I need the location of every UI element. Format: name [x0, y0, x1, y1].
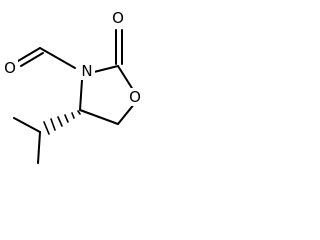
- hash-line: [64, 114, 69, 123]
- stereo-hashed-wedge: [43, 110, 81, 135]
- aldehyde-oxygen-label: O: [4, 59, 16, 77]
- isopropyl-bond-lower-methyl: [37, 131, 41, 164]
- ring-oxygen-label: O: [129, 88, 141, 106]
- ring-bond-c5-c4: [79, 109, 119, 125]
- atom-labels: O N O O: [2, 9, 143, 106]
- hash-line: [71, 112, 75, 119]
- bonds: [13, 29, 136, 164]
- ring-bond-o1-c5: [117, 102, 136, 125]
- hash-line: [43, 121, 50, 135]
- formyl-double-bond-b: [20, 52, 44, 67]
- atom-bg: [127, 88, 143, 106]
- ring-nitrogen-label: N: [81, 62, 92, 80]
- molecule-structure: O N O O: [2, 9, 143, 164]
- carbonyl-oxygen-label: O: [112, 9, 124, 27]
- hash-line: [77, 110, 81, 115]
- atom-bg: [2, 59, 18, 77]
- hash-line: [57, 116, 63, 127]
- atom-bg: [79, 62, 95, 80]
- atom-bg: [110, 10, 126, 28]
- ring-bond-c4-n3: [79, 79, 83, 111]
- isopropyl-bond-left-methyl: [13, 117, 41, 133]
- hash-line: [50, 118, 56, 131]
- ring-bond-c2-n3: [93, 65, 119, 73]
- n-formyl-bond: [39, 47, 76, 69]
- formyl-double-bond-a: [17, 47, 41, 62]
